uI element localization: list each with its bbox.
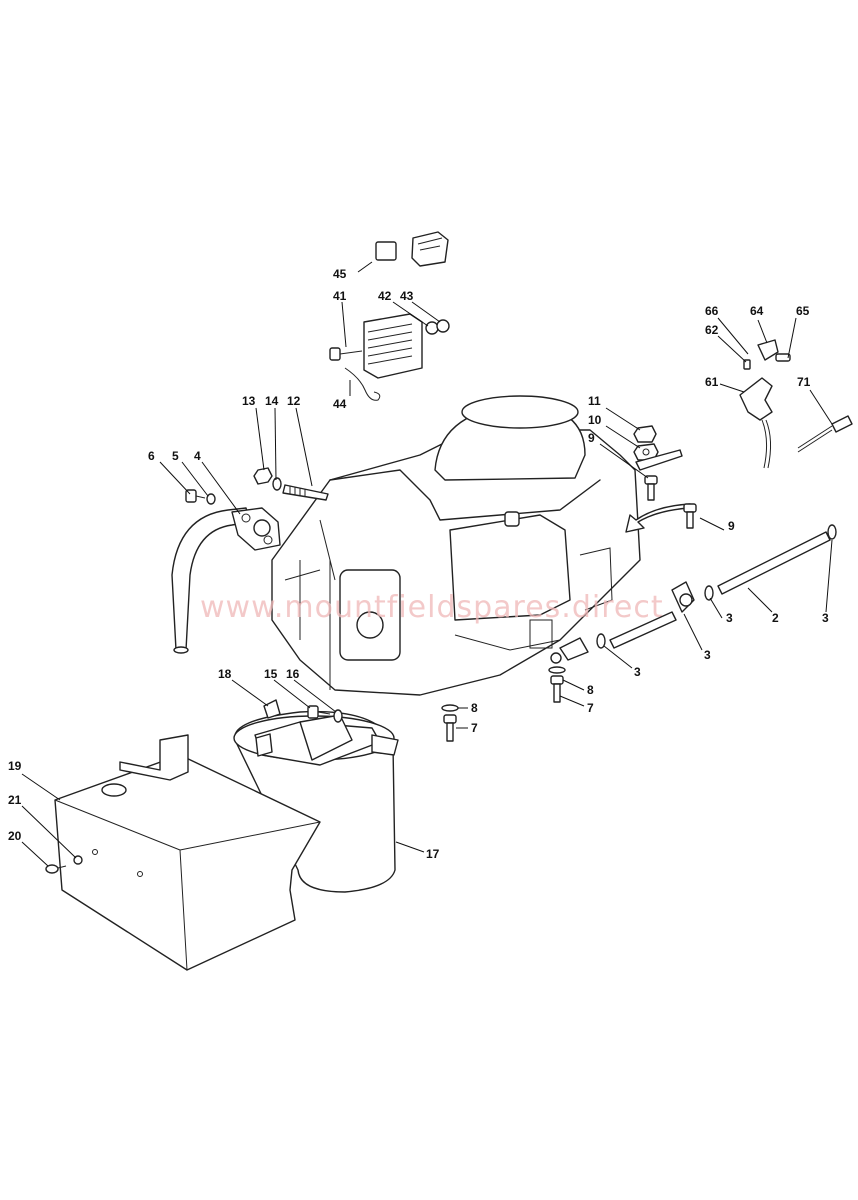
- choke-cable-71: [797, 415, 853, 453]
- muffler-17: [233, 710, 399, 893]
- callout-8-right: 8: [587, 683, 594, 697]
- callout-19: 19: [8, 759, 22, 773]
- bolt-7-left: [441, 704, 459, 742]
- clip-18: [263, 699, 281, 719]
- callout-3-filter: 3: [704, 648, 711, 662]
- clip-3-low: [596, 633, 606, 649]
- callout-4: 4: [194, 449, 201, 463]
- callout-11: 11: [588, 394, 601, 408]
- fuel-hose-2: [717, 531, 831, 595]
- callout-7-left: 7: [471, 721, 478, 735]
- callout-64: 64: [750, 304, 764, 318]
- callout-13: 13: [242, 394, 256, 408]
- callout-7-right: 7: [587, 701, 594, 715]
- bolt-15: [307, 705, 331, 719]
- bolt-6: [185, 489, 206, 503]
- callout-9-top: 9: [588, 431, 595, 445]
- callout-21: 21: [8, 793, 22, 807]
- bolt-9-left: [644, 475, 658, 501]
- callout-71: 71: [797, 375, 811, 389]
- bolt-41: [329, 347, 363, 361]
- callout-10: 10: [588, 413, 602, 427]
- fuel-filter: [671, 581, 695, 613]
- throttle-lever-61: [739, 377, 773, 469]
- fuel-hose-lower: [609, 611, 677, 649]
- callout-labels: 45 41 42 43 44 66 64 65 62 61 71 13 14 1…: [8, 267, 829, 861]
- voltage-regulator: [363, 313, 423, 379]
- callout-42: 42: [378, 289, 392, 303]
- callout-9-right: 9: [728, 519, 735, 533]
- screw-62: [743, 359, 751, 370]
- relay-45: [375, 231, 449, 267]
- exhaust-pipe: [171, 507, 281, 654]
- callout-44: 44: [333, 397, 347, 411]
- callout-18: 18: [218, 667, 232, 681]
- callout-61: 61: [705, 375, 719, 389]
- callout-2: 2: [772, 611, 779, 625]
- callout-5: 5: [172, 449, 179, 463]
- screw-20: [45, 864, 67, 874]
- callout-66: 66: [705, 304, 719, 318]
- nut-43: [436, 319, 450, 333]
- callout-15: 15: [264, 667, 278, 681]
- callout-43: 43: [400, 289, 414, 303]
- washer-14: [272, 477, 282, 491]
- clip-3-top: [827, 524, 837, 540]
- engine-block: [271, 429, 641, 696]
- callout-12: 12: [287, 394, 301, 408]
- washer-5: [206, 493, 216, 505]
- callout-45: 45: [333, 267, 347, 281]
- nut-42: [425, 321, 439, 335]
- bolt-7-right: [548, 666, 566, 703]
- clip-3-mid: [704, 585, 714, 601]
- callout-6: 6: [148, 449, 155, 463]
- cable-clamp-64: [757, 339, 791, 362]
- exhaust-stud-12: [282, 484, 329, 501]
- callout-65: 65: [796, 304, 810, 318]
- fuel-pump-fitting: [550, 637, 589, 664]
- heat-shield-19: [54, 734, 321, 971]
- callout-16: 16: [286, 667, 300, 681]
- callout-14: 14: [265, 394, 279, 408]
- watermark: www.mountfieldspares.direct: [200, 590, 664, 625]
- cylinder-cover: [434, 395, 586, 481]
- leader-lines: [21, 261, 833, 867]
- callout-62: 62: [705, 323, 719, 337]
- callout-8-left: 8: [471, 701, 478, 715]
- washer-16: [333, 709, 343, 723]
- callout-3-clip: 3: [726, 611, 733, 625]
- callout-41: 41: [333, 289, 347, 303]
- bracket-9: [635, 449, 683, 471]
- nut-13: [253, 467, 273, 485]
- callout-17: 17: [426, 847, 440, 861]
- callout-20: 20: [8, 829, 22, 843]
- callout-3-top: 3: [822, 611, 829, 625]
- bolt-9-right: [683, 503, 697, 529]
- ground-wire-44: [344, 367, 381, 401]
- callout-3-low: 3: [634, 665, 641, 679]
